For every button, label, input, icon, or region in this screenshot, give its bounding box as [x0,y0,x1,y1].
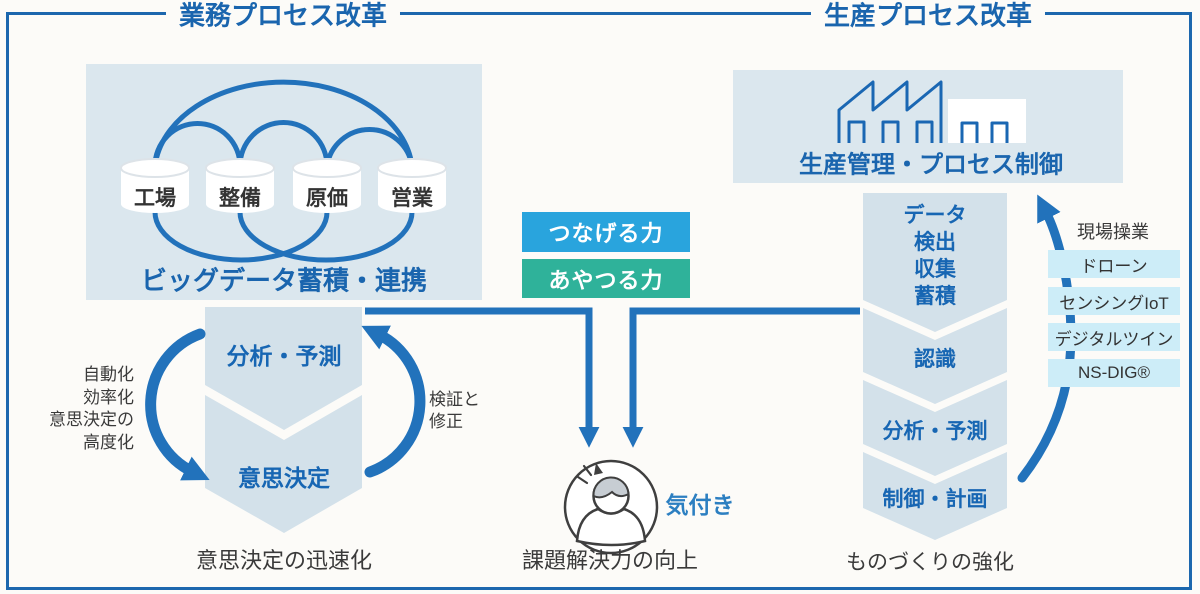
awareness-label: 気付き [665,492,735,518]
left-step-analysis: 分析・予測 [226,343,342,369]
right-step-control-plan: 制御・計画 [882,488,988,511]
center-outcome: 課題解決力の向上 [521,548,699,573]
right-step-recognition: 認識 [914,348,956,371]
tech-box-digital-twin: デジタルツイン [1048,323,1180,351]
database-label-maintenance: 整備 [219,187,261,210]
connect-power-label: つなげる力 [548,221,664,246]
right-section-title: 生産プロセス改革 [810,0,1046,33]
right-step-analysis: 分析・予測 [882,420,988,443]
tech-box-sensing-iot: センシングIoT [1048,287,1180,315]
left-section-title: 業務プロセス改革 [165,0,401,33]
tech-label-sensing-iot: センシングIoT [1059,293,1169,313]
bigdata-title: ビッグデータ蓄積・連携 [140,265,428,296]
field-operations-label: 現場操業 [1077,222,1149,242]
tech-label-ns-dig: NS-DIG® [1077,363,1151,382]
production-control-title: 生産管理・プロセス制御 [799,151,1063,179]
database-label-sales: 営業 [391,187,433,210]
verify-correct-label: 検証と 修正 [429,390,480,431]
right-step-data-collection: データ 検出 収集 蓄積 [903,204,967,308]
control-power-box: あやつる力 [522,259,690,298]
tech-label-drone: ドローン [1080,256,1148,276]
connect-power-box: つなげる力 [522,212,690,252]
right-outcome: ものづくりの強化 [846,551,1014,574]
cycle-benefits-label: 自動化 効率化 意思決定の 高度化 [49,365,134,452]
tech-label-digital-twin: デジタルツイン [1054,329,1174,349]
tech-box-drone: ドローン [1048,250,1180,278]
database-label-factory: 工場 [134,187,176,210]
database-label-cost: 原価 [306,187,348,210]
left-step-decision: 意思決定 [238,465,330,491]
control-power-label: あやつる力 [548,267,664,293]
outer-frame [6,12,1192,590]
tech-box-ns-dig: NS-DIG® [1048,359,1180,387]
left-outcome: 意思決定の迅速化 [195,548,373,573]
